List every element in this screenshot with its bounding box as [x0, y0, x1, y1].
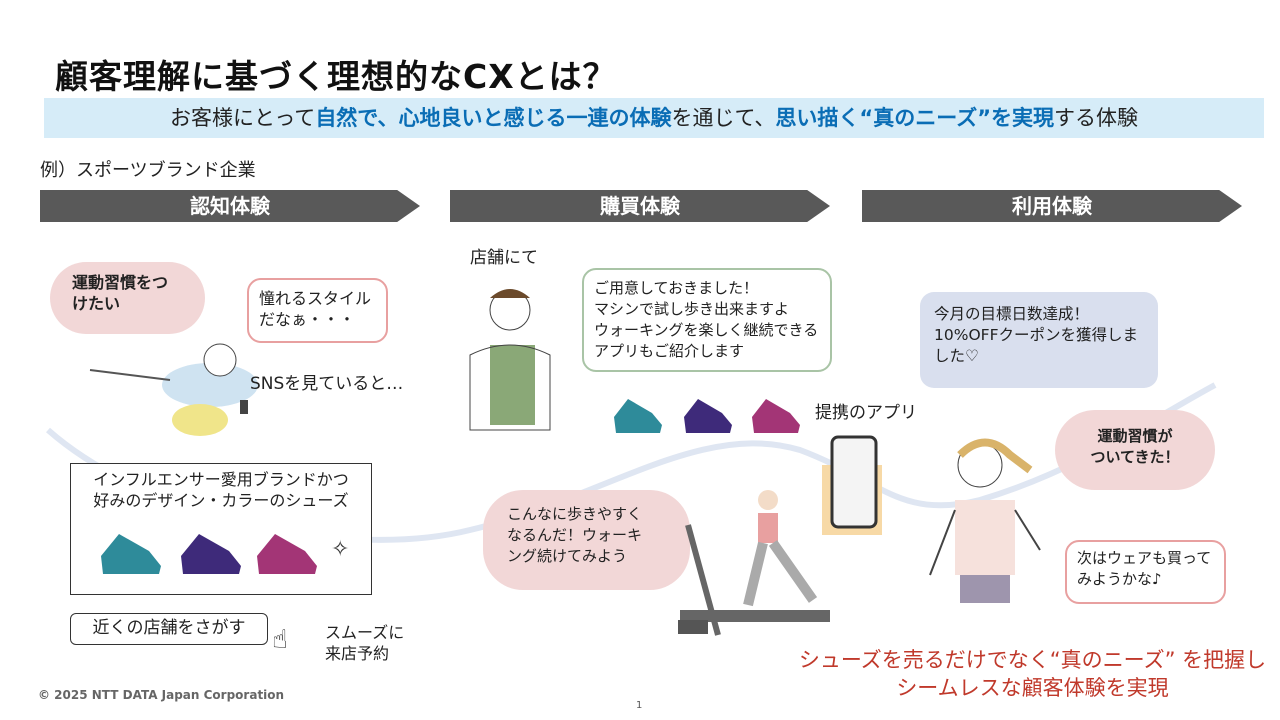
- at-store-label: 店舗にて: [470, 248, 538, 268]
- app-msg-line: 10%OFFクーポンを獲得しま: [934, 326, 1138, 344]
- influencer-shoes-box: インフルエンサー愛用ブランドかつ 好みのデザイン・カラーのシューズ ✧: [70, 463, 372, 595]
- influencer-line: インフルエンサー愛用ブランドかつ: [93, 470, 349, 489]
- page-title: 顧客理解に基づく理想的なCXとは？: [55, 57, 617, 96]
- cx-definition-banner: お客様にとって自然で、心地良いと感じる一連の体験を通じて、思い描く“真のニーズ”…: [44, 98, 1264, 138]
- influencer-line: 好みのデザイン・カラーのシューズ: [93, 491, 349, 510]
- staff-line: ご用意しておきました！: [594, 279, 759, 297]
- usage-thought-line: 運動習慣が: [1097, 427, 1173, 445]
- banner-text: お客様にとって: [169, 106, 316, 130]
- app-message-bubble: 今月の目標日数達成！ 10%OFFクーポンを獲得しま した♡: [920, 292, 1158, 388]
- svg-text:✧: ✧: [331, 537, 349, 562]
- copyright-footer: © 2025 NTT DATA Japan Corporation: [38, 688, 285, 702]
- banner-text: を通じて、: [671, 106, 776, 130]
- usage-speech-line: みようかな♪: [1077, 570, 1162, 588]
- staff-line: アプリもご紹介します: [594, 342, 745, 360]
- example-label: 例）スポーツブランド企業: [40, 160, 256, 181]
- stage-usage: 利用体験: [862, 190, 1242, 222]
- sns-text: SNSを見ていると…: [250, 374, 404, 394]
- usage-speech-bubble: 次はウェアも買って みようかな♪: [1065, 540, 1226, 604]
- treadmill-runner-illustration: [678, 490, 830, 636]
- shoes-icon: [614, 399, 800, 433]
- customer-line: ング続けてみよう: [507, 547, 628, 565]
- staff-speech-bubble: ご用意しておきました！ マシンで試し歩き出来ますよ ウォーキングを楽しく継続でき…: [582, 268, 832, 372]
- store-staff-illustration: [469, 289, 551, 431]
- walking-woman-illustration: [929, 438, 1041, 603]
- conclusion-text: シューズを売るだけでなく“真のニーズ” を把握し シームレスな顧客体験を実現: [790, 646, 1275, 702]
- customer-line: なるんだ！ウォーキ: [507, 526, 643, 544]
- conclusion-line: シームレスな顧客体験を実現: [896, 676, 1169, 700]
- customer-line: こんなに歩きやすく: [507, 505, 643, 523]
- usage-speech-line: 次はウェアも買って: [1077, 549, 1212, 567]
- reserve-line: 来店予約: [325, 644, 390, 663]
- staff-line: ウォーキングを楽しく継続できる: [594, 321, 819, 339]
- banner-emphasis: 自然で、心地良いと感じる一連の体験: [315, 106, 672, 130]
- staff-line: マシンで試し歩き出来ますよ: [594, 300, 790, 318]
- thought-cloud-awareness: 運動習慣をつけたい: [50, 262, 205, 334]
- person-lying-phone-illustration: [89, 343, 258, 436]
- smartphone-app-icon: [822, 435, 882, 535]
- speech-bubble-awareness: 憧れるスタイルだなぁ・・・: [247, 278, 388, 343]
- page-number: 1: [636, 700, 643, 711]
- stage-awareness: 認知体験: [40, 190, 420, 222]
- reserve-line: スムーズに: [325, 623, 405, 642]
- stage-purchase: 購買体験: [450, 190, 830, 222]
- usage-thought-cloud: 運動習慣が ついてきた！: [1055, 410, 1215, 490]
- app-msg-line: した♡: [934, 347, 979, 365]
- banner-emphasis: 思い描く“真のニーズ”を実現: [775, 106, 1054, 130]
- tap-hand-icon: ☝: [272, 625, 288, 655]
- app-label: 提携のアプリ: [815, 403, 917, 423]
- usage-thought-line: ついてきた！: [1090, 448, 1180, 466]
- customer-thought-cloud: こんなに歩きやすく なるんだ！ウォーキ ング続けてみよう: [483, 490, 690, 590]
- store-search-box: 近くの店舗をさがす: [70, 613, 268, 645]
- app-msg-line: 今月の目標日数達成！: [934, 305, 1090, 323]
- banner-text: する体験: [1054, 106, 1138, 130]
- shoes-icon: ✧: [101, 534, 349, 574]
- conclusion-line: シューズを売るだけでなく“真のニーズ” を把握し: [798, 648, 1267, 672]
